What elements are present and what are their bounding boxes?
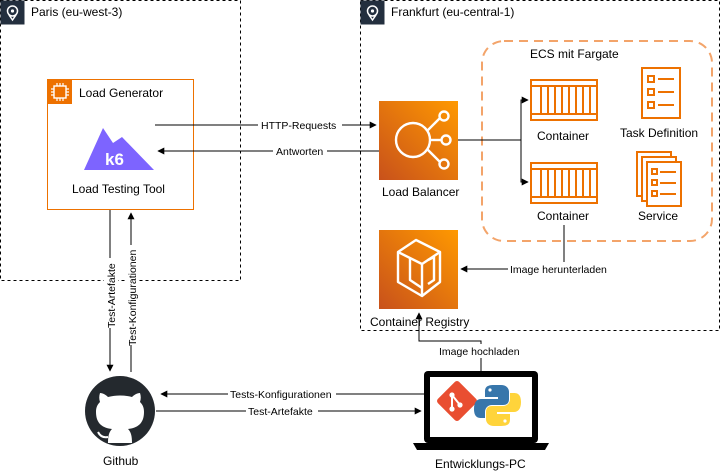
region-paris-label: Paris (eu-west-3)	[31, 5, 122, 19]
git-logo-icon	[437, 381, 477, 421]
github-logo-icon	[85, 376, 155, 446]
k6-logo-text: k6	[105, 150, 124, 169]
edge-test-konfigurationen-vertical: Test-Konfigurationen	[125, 212, 139, 372]
location-pin-icon	[360, 0, 385, 25]
edge-image-herunterladen: Image herunterladen	[460, 225, 613, 276]
container-icon	[530, 162, 598, 204]
container-2-label: Container	[537, 209, 589, 223]
load-generator-box[interactable]: Load Generator k6 Load Testing Tool	[47, 79, 194, 210]
github-label: Github	[103, 454, 139, 468]
region-paris: Paris (eu-west-3)	[0, 0, 241, 281]
container-node-2[interactable]: Container	[530, 162, 598, 223]
k6-logo-icon: k6	[84, 128, 154, 170]
location-pin-icon	[0, 0, 25, 25]
service-label: Service	[638, 209, 678, 223]
ecs-fargate-group: ECS mit Fargate	[481, 40, 713, 242]
load-balancer-node[interactable]: Load Balancer	[379, 101, 459, 199]
edge-label-test-konfigurationen-vertical: Test-Konfigurationen	[127, 250, 139, 346]
ecs-title: ECS mit Fargate	[530, 47, 619, 61]
edge-label-antworten: Antworten	[276, 146, 323, 158]
container-node-1[interactable]: Container	[530, 79, 598, 143]
edge-antworten: Antworten	[157, 144, 379, 158]
service-icon	[636, 151, 682, 207]
edge-label-test-artefakte-horizontal: Test-Artefakte	[248, 406, 313, 418]
edge-test-artefakte-vertical: Test-Artefakte	[104, 210, 118, 372]
edge-tests-konfigurationen: Tests-Konfigurationen	[160, 387, 424, 401]
edge-label-image-hochladen: Image hochladen	[439, 346, 520, 358]
load-balancer-icon	[394, 110, 452, 170]
edge-test-artefakte-horizontal: Test-Artefakte	[156, 404, 422, 418]
github-node[interactable]: Github	[85, 376, 155, 468]
ecr-icon	[396, 238, 442, 298]
container-registry-node[interactable]: Container Registry	[370, 230, 469, 329]
task-definition-icon	[641, 67, 681, 119]
load-testing-tool-label: Load Testing Tool	[72, 182, 165, 196]
service-node[interactable]: Service	[636, 151, 682, 223]
edge-label-image-herunterladen: Image herunterladen	[510, 264, 607, 276]
edge-http-requests: HTTP-Requests	[155, 118, 377, 132]
ec2-chip-icon	[48, 80, 72, 104]
region-frankfurt-label: Frankfurt (eu-central-1)	[391, 5, 514, 19]
task-definition-label: Task Definition	[620, 126, 698, 140]
edge-label-test-artefakte-vertical: Test-Artefakte	[106, 263, 118, 328]
load-balancer-label: Load Balancer	[382, 185, 459, 199]
task-definition-node[interactable]: Task Definition	[620, 67, 698, 140]
edge-image-hochladen: Image hochladen	[415, 312, 527, 371]
python-logo-icon	[474, 385, 521, 426]
edge-label-tests-konfigurationen: Tests-Konfigurationen	[230, 389, 332, 401]
container-1-label: Container	[537, 129, 589, 143]
container-icon	[530, 79, 598, 121]
container-registry-label: Container Registry	[370, 315, 469, 329]
region-frankfurt: Frankfurt (eu-central-1)	[360, 0, 720, 331]
dev-pc-node[interactable]: Entwicklungs-PC	[413, 371, 549, 471]
edge-lb-to-containers	[458, 96, 529, 186]
edge-label-http-requests: HTTP-Requests	[261, 120, 336, 132]
dev-pc-label: Entwicklungs-PC	[435, 457, 526, 471]
load-generator-label: Load Generator	[79, 86, 163, 100]
